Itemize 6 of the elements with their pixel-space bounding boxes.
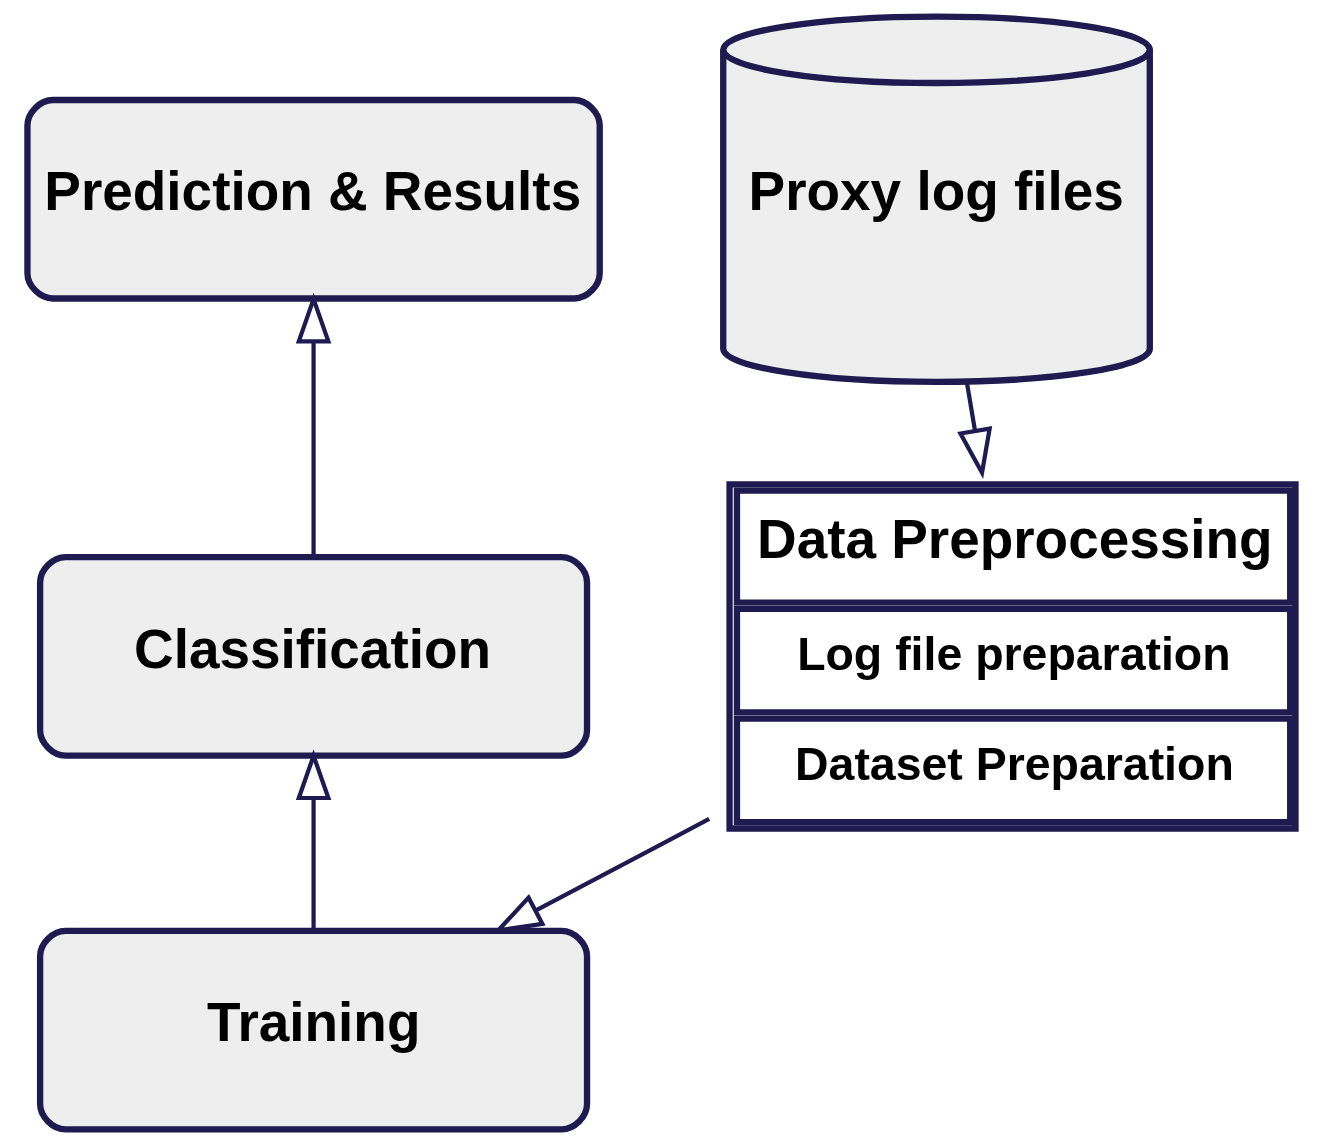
node-box: Training [36,927,590,1133]
arrow [295,749,331,930]
node-box: Prediction & Results [23,96,603,302]
node-box: Data Preprocessing Log file preparation Dataset Preparation [725,481,1299,832]
node-box: Classification [36,554,590,759]
arrow [956,381,992,479]
